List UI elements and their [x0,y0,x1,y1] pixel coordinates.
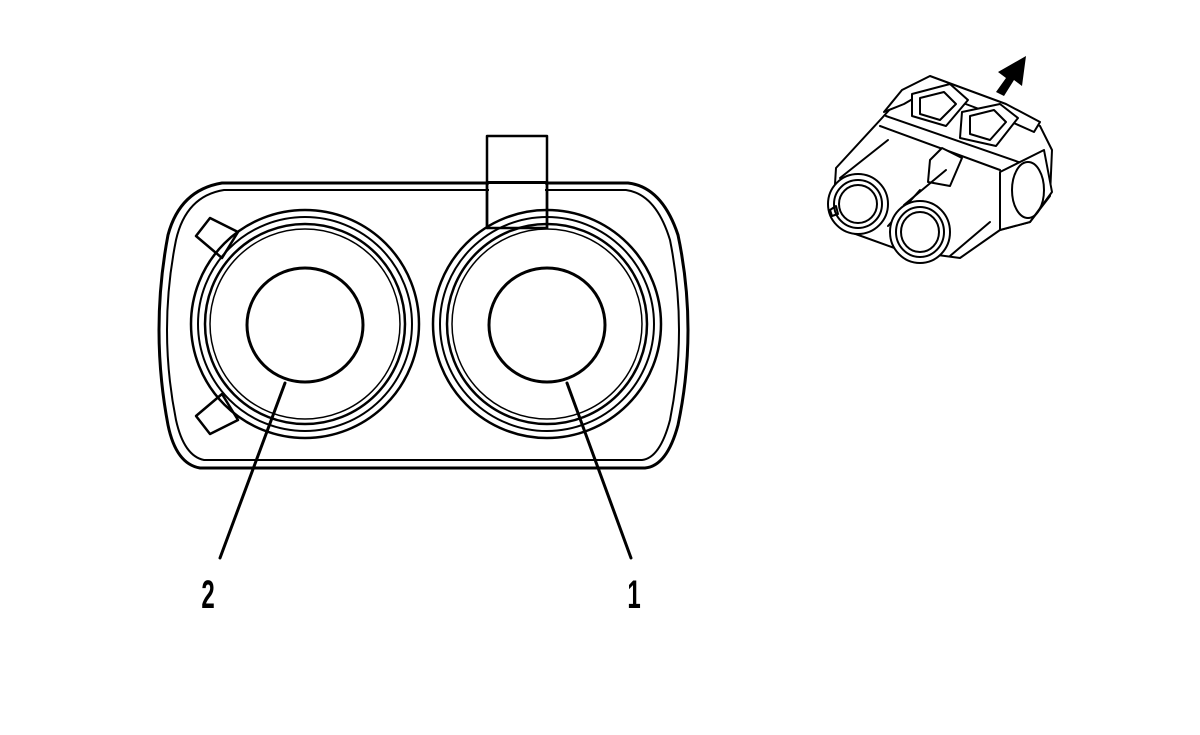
leader-line-2 [218,381,287,560]
leader-line-1 [565,381,633,560]
connector-housing-inner [166,189,680,461]
terminal-1 [487,266,607,384]
iso-barrel-1 [889,200,951,264]
cavity-1 [431,208,663,440]
terminal-2 [245,266,365,384]
arrow-up-right-icon [996,56,1026,96]
connector-face-view: 2 1 [157,134,690,617]
iso-barrel-2 [827,173,889,235]
pin-label-1: 1 [627,572,640,617]
connector-housing-outer [157,181,690,470]
pin-label-2: 2 [201,572,214,617]
cavity-2 [189,208,421,440]
side-key-lower [194,392,240,436]
connector-isometric-view [827,75,1053,264]
